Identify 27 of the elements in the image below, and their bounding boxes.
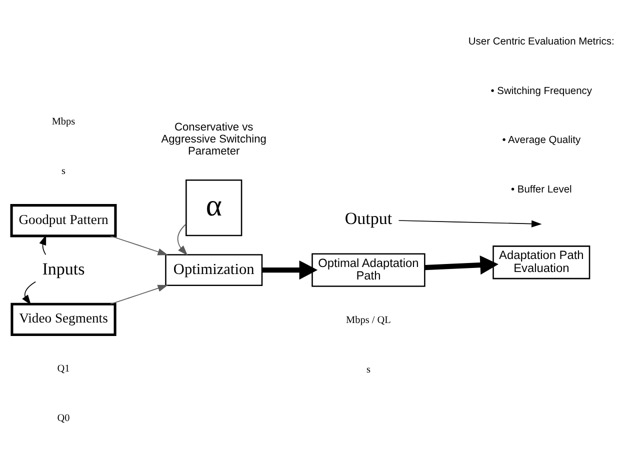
arrow [177, 223, 188, 255]
label: Q0 [57, 412, 70, 424]
node-box: Optimal Adaptation Path [312, 252, 426, 286]
label: s [62, 165, 66, 176]
node-text: Inputs [42, 258, 85, 278]
label: User Centric Evaluation Metrics: [468, 36, 614, 47]
arrow [39, 234, 46, 255]
node-box: Goodput Pattern [10, 204, 117, 237]
label: • Buffer Level [511, 184, 572, 196]
label: • Average Quality [502, 134, 581, 146]
node-box: Video Segments [10, 302, 116, 336]
label: Q1 [57, 362, 70, 374]
label: Mbps / QL [346, 314, 391, 326]
node-box: α [186, 179, 242, 236]
node-text: Output [344, 208, 392, 228]
arrow [424, 254, 498, 274]
label: Mbps [52, 116, 76, 127]
node-label: Conservative vs Aggressive Switching Parameter [161, 121, 266, 158]
arrow [110, 235, 168, 255]
label: • Switching Frequency [490, 85, 592, 96]
arrow [398, 220, 542, 227]
arrow [110, 284, 168, 304]
node-box: Optimization [165, 254, 263, 286]
arrow [262, 260, 318, 280]
node-box: Adaptation Path Evaluation [492, 245, 590, 279]
arrow [22, 280, 36, 305]
label: s [366, 364, 370, 375]
